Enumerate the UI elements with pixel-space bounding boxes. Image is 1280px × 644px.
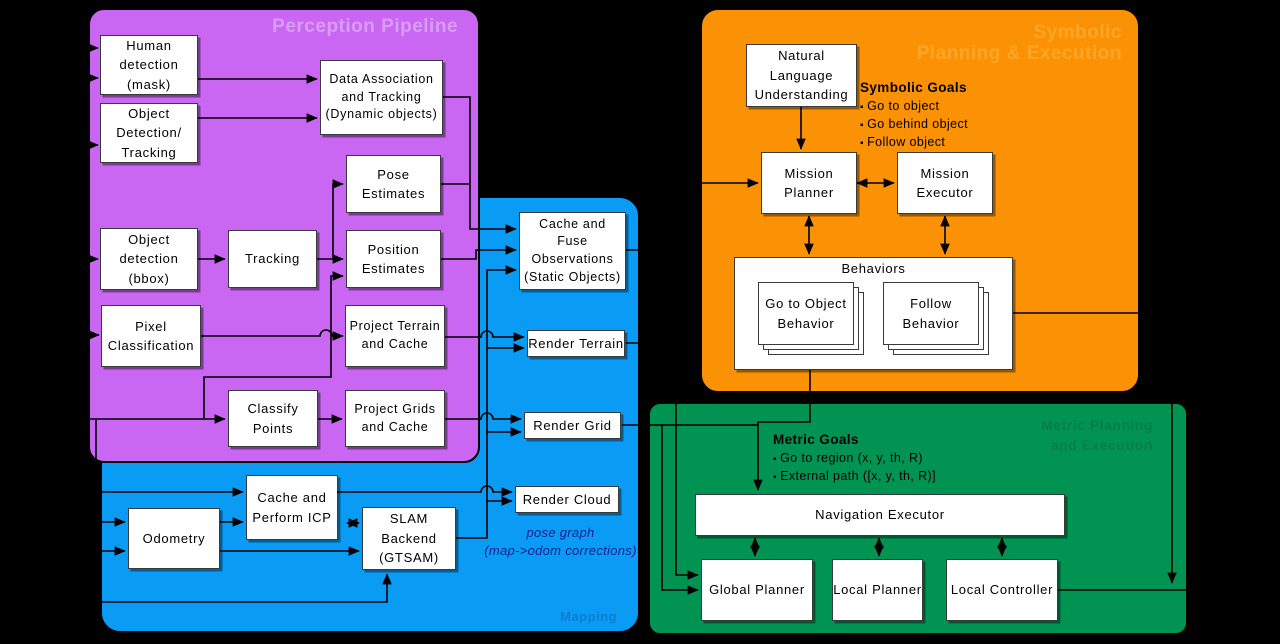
goal-item: Go to region (x, y, th, R) <box>773 450 1023 468</box>
box-project-terrain: Project Terrain and Cache <box>345 305 445 367</box>
behaviors-label: Behaviors <box>841 261 906 276</box>
box-render-terrain: Render Terrain <box>527 330 625 357</box>
follow-behavior-stack: Follow Behavior <box>883 282 989 355</box>
box-natural-language-understanding: Natural Language Understanding <box>746 44 857 107</box>
goal-item: External path ([x, y, th, R)] <box>773 468 1023 486</box>
goal-item: Go to object <box>860 98 1060 116</box>
box-pixel-classification: Pixel Classification <box>101 305 201 367</box>
box-goto-object-behavior: Go to Object Behavior <box>758 282 854 345</box>
metric-goals-heading: Metric Goals <box>773 432 859 447</box>
goto-behavior-stack: Go to Object Behavior <box>758 282 864 355</box>
box-human-detection: Human detection (mask) <box>100 35 198 95</box>
box-slam-backend: SLAM Backend (GTSAM) <box>362 507 456 570</box>
box-odometry: Odometry <box>128 508 220 569</box>
box-global-planner: Global Planner <box>701 559 813 621</box>
box-project-grids: Project Grids and Cache <box>345 390 445 447</box>
symbolic-goals-list: Go to objectGo behind objectFollow objec… <box>860 98 1060 152</box>
box-follow-behavior: Follow Behavior <box>883 282 979 345</box>
box-local-controller: Local Controller <box>946 559 1058 621</box>
box-render-cloud: Render Cloud <box>515 486 619 513</box>
pose-graph-note: pose graph (map->odom corrections) <box>484 525 637 558</box>
metric-goals-list: Go to region (x, y, th, R)External path … <box>773 450 1023 486</box>
box-navigation-executor: Navigation Executor <box>695 494 1065 536</box>
goal-item: Follow object <box>860 134 1060 152</box>
box-pose-estimates: Pose Estimates <box>346 155 441 213</box>
perception-pipeline-title: Perception Pipeline <box>272 16 458 37</box>
box-object-detection-bbox: Object detection (bbox) <box>100 228 198 290</box>
box-render-grid: Render Grid <box>524 412 621 439</box>
box-data-association: Data Association and Tracking (Dynamic o… <box>320 60 443 135</box>
goal-item: Go behind object <box>860 116 1060 134</box>
mapping-title: Mapping <box>560 609 617 624</box>
symbolic-goals-heading: Symbolic Goals <box>860 80 967 95</box>
box-cache-perform-icp: Cache and Perform ICP <box>246 475 338 540</box>
symbolic-goals: Symbolic Goals Go to objectGo behind obj… <box>860 80 1060 152</box>
box-position-estimates: Position Estimates <box>346 230 441 288</box>
box-mission-planner: Mission Planner <box>761 152 857 214</box>
box-object-detection-tracking: Object Detection/ Tracking <box>100 103 198 163</box>
box-mission-executor: Mission Executor <box>897 152 993 214</box>
metric-goals: Metric Goals Go to region (x, y, th, R)E… <box>773 432 1023 486</box>
box-tracking: Tracking <box>228 230 317 288</box>
symbolic-planning-title: Symbolic Planning & Execution <box>916 22 1122 65</box>
box-cache-fuse-observations: Cache and Fuse Observations (Static Obje… <box>519 212 626 290</box>
box-classify-points: Classify Points <box>228 390 318 447</box>
box-local-planner: Local Planner <box>832 559 923 621</box>
